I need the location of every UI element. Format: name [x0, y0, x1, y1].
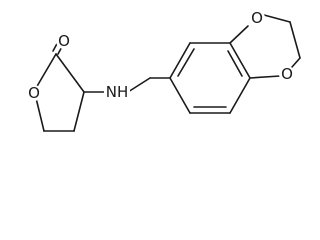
bond-n-ch2: [127, 77, 151, 93]
bond-ar4-ar5: [229, 77, 251, 114]
aromatic-inner-bond-2: [227, 50, 243, 77]
bond-ar6-ar1: [169, 77, 191, 114]
amine-label: NH: [106, 83, 129, 101]
aromatic-inner-bond-1: [177, 48, 195, 77]
bond-ch2-o-lower: [291, 57, 301, 68]
atom-labels: O O NH O O: [26, 9, 295, 102]
dioxane-upper-oxygen-label: O: [251, 9, 263, 27]
bond-ar3-o-upper: [229, 25, 249, 44]
dioxane-ring: [229, 14, 301, 79]
bond-ch2-ch2: [289, 21, 301, 59]
bond-c2-c3: [55, 53, 85, 93]
bond-o-upper-ch2: [263, 14, 291, 23]
amine-linker: [83, 77, 171, 93]
bond-ar1-ar2: [169, 42, 191, 79]
bond-c4-c3: [73, 91, 85, 132]
bond-o-lower-ar4: [249, 75, 281, 79]
chemical-structure: O O NH O O: [26, 9, 301, 132]
carbonyl-oxygen-label: O: [58, 32, 70, 50]
ring-oxygen-label: O: [28, 84, 40, 102]
bond-ar3-ar4: [229, 42, 251, 79]
bond-c2-oring: [35, 53, 57, 89]
bond-oring-c5: [35, 97, 45, 132]
dioxane-lower-oxygen-label: O: [281, 65, 293, 83]
benzene-ring: [169, 42, 251, 114]
lactone-ring: [35, 39, 85, 132]
